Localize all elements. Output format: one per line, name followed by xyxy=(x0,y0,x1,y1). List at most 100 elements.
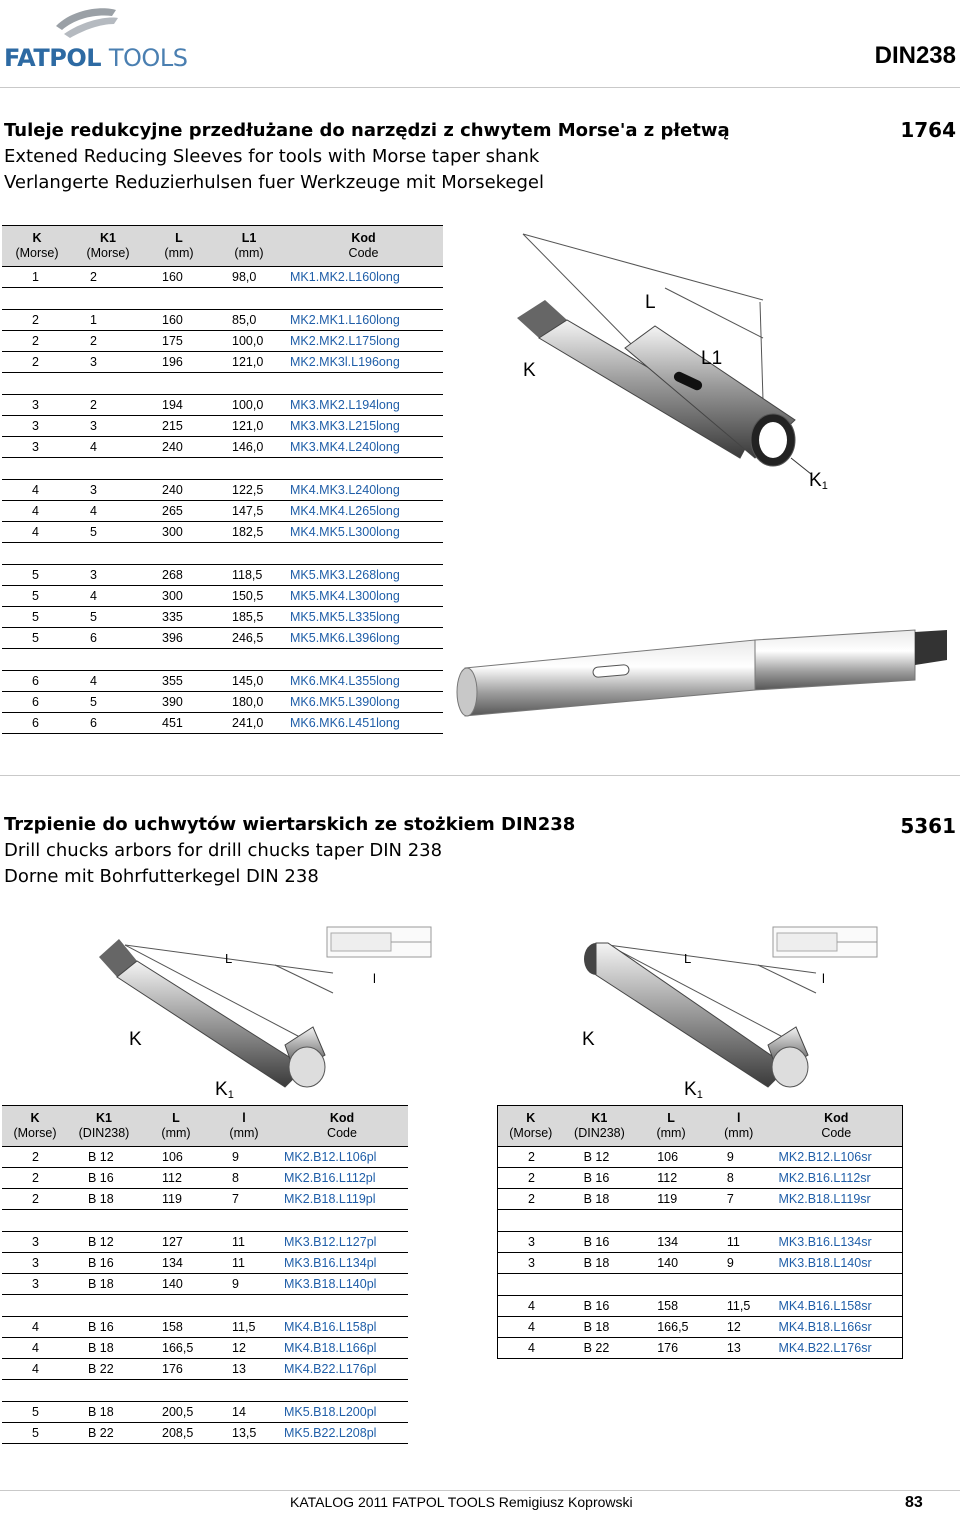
table-cell: 4 xyxy=(72,585,144,607)
dim-L-label: L xyxy=(684,951,691,966)
table-cell: 5 xyxy=(2,585,72,607)
table-cell: 175 xyxy=(144,330,214,352)
group-spacer xyxy=(2,542,443,565)
column-header-unit: (mm) xyxy=(724,1126,754,1140)
column-header: K(Morse) xyxy=(497,1105,564,1147)
product-code: MK2.B12.L106pl xyxy=(276,1146,408,1168)
page-number: 83 xyxy=(905,1494,923,1511)
table-cell: 1 xyxy=(2,266,72,288)
group-spacer xyxy=(497,1273,903,1296)
table-cell: 246,5 xyxy=(214,627,284,649)
table-cell: 98,0 xyxy=(214,266,284,288)
table-cell: 160 xyxy=(144,309,214,331)
table-cell: 300 xyxy=(144,521,214,543)
group-spacer xyxy=(2,1379,408,1402)
column-header-title: K1 xyxy=(96,1111,112,1125)
table-cell: 6 xyxy=(2,670,72,692)
column-header-title: L xyxy=(667,1111,675,1125)
table-cell: 6 xyxy=(72,712,144,734)
table-cell: 6 xyxy=(2,712,72,734)
table-cell: 9 xyxy=(212,1273,276,1295)
table-cell: 150,5 xyxy=(214,585,284,607)
table-cell: 6 xyxy=(2,691,72,713)
table-cell: 3 xyxy=(2,436,72,458)
table-cell: 194 xyxy=(144,394,214,416)
table-cell: 2 xyxy=(2,1167,68,1189)
product-code: MK3.B16.L134pl xyxy=(276,1252,408,1274)
dim-l-label: l xyxy=(373,971,376,986)
table-cell: B 22 xyxy=(68,1358,140,1380)
table-cell: 3 xyxy=(72,564,144,586)
table-cell: 241,0 xyxy=(214,712,284,734)
product-code: MK4.B18.L166pl xyxy=(276,1337,408,1359)
brand-logo xyxy=(4,4,164,76)
table-cell: 2 xyxy=(497,1146,564,1168)
group-spacer xyxy=(2,457,443,480)
column-header-title: K xyxy=(32,231,42,245)
table-cell: 451 xyxy=(144,712,214,734)
product-code: MK3.MK3.L215long xyxy=(284,415,443,437)
table-cell: 14 xyxy=(212,1401,276,1423)
table-cell: B 18 xyxy=(563,1188,636,1210)
sleeve-drawing: L L1 K K1 xyxy=(517,233,828,492)
column-header-unit: (Morse) xyxy=(509,1126,553,1140)
column-header-unit: (mm) xyxy=(164,246,194,260)
dim-l-label: l xyxy=(822,971,825,986)
arbor-drawing-left: L l K K1 xyxy=(99,926,432,1100)
table-cell: B 18 xyxy=(563,1316,636,1338)
table-cell: B 18 xyxy=(68,1188,140,1210)
column-header-title: l xyxy=(242,1111,246,1125)
table-cell: 13 xyxy=(706,1337,771,1359)
section1-title-pl: Tuleje redukcyjne przedłużane do narzędz… xyxy=(4,120,730,141)
column-header: l(mm) xyxy=(212,1105,276,1147)
footer-text: KATALOG 2011 FATPOL TOOLS Remigiusz Kopr… xyxy=(290,1494,633,1510)
table-cell: 134 xyxy=(140,1252,212,1274)
table-cell: 2 xyxy=(72,266,144,288)
table-cell: B 18 xyxy=(68,1337,140,1359)
column-header-unit: Code xyxy=(821,1126,852,1140)
product-code: MK1.MK2.L160long xyxy=(284,266,443,288)
table-cell: B 12 xyxy=(563,1146,636,1168)
table-cell: 166,5 xyxy=(635,1316,707,1338)
table-cell: 13 xyxy=(212,1358,276,1380)
table-cell: 240 xyxy=(144,479,214,501)
dim-K-label: K xyxy=(129,1029,142,1050)
table-cell: 106 xyxy=(635,1146,707,1168)
product-code: MK3.B12.L127pl xyxy=(276,1231,408,1253)
table-cell: 7 xyxy=(706,1188,771,1210)
table-cell: B 16 xyxy=(563,1295,636,1317)
dim-K1-label: K1 xyxy=(684,1079,703,1100)
column-header-unit: (mm) xyxy=(229,1126,259,1140)
table-cell: 3 xyxy=(2,415,72,437)
table-cell: 9 xyxy=(706,1146,771,1168)
table-cell: 160 xyxy=(144,266,214,288)
logo-swoosh-icon xyxy=(56,8,118,38)
table-cell: 119 xyxy=(140,1188,212,1210)
section1-catalog-number: 1764 xyxy=(900,118,956,142)
table-cell: B 18 xyxy=(68,1401,140,1423)
brand-sub: TOOLS xyxy=(108,44,188,72)
column-header-title: K xyxy=(526,1111,536,1125)
table-cell: 3 xyxy=(2,1273,68,1295)
table-cell: 106 xyxy=(140,1146,212,1168)
section2-title-de: Dorne mit Bohrfutterkegel DIN 238 xyxy=(4,866,319,887)
table-cell: 140 xyxy=(140,1273,212,1295)
column-header: L(mm) xyxy=(140,1105,212,1147)
product-code: MK2.B16.L112sr xyxy=(770,1167,903,1189)
